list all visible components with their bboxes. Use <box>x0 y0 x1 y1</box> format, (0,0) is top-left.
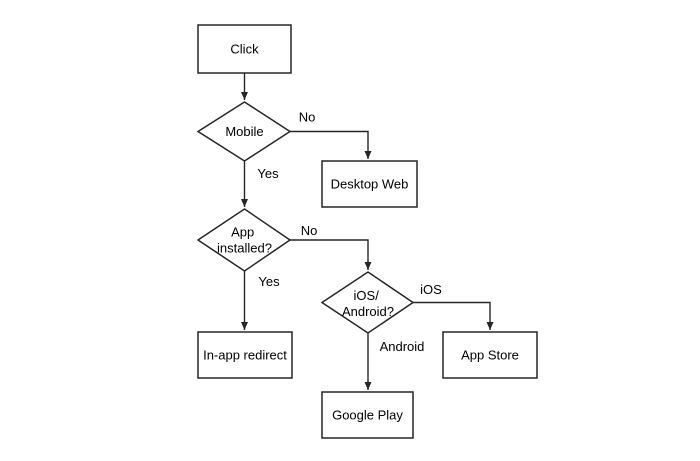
node-click: Click <box>197 24 292 74</box>
google-play-box <box>321 391 414 439</box>
edge-label-app-installed-yes: Yes <box>258 274 280 289</box>
mobile-diamond <box>196 101 292 162</box>
desktop-web-label: Desktop Web <box>331 177 409 192</box>
app-store-box <box>442 331 538 379</box>
edge-label-android: Android <box>380 339 425 354</box>
edge-mobile-no-to-desktop-web <box>290 130 372 159</box>
edge-ios-android-ios-to-app-store <box>413 301 494 330</box>
app-store-label: App Store <box>461 348 519 363</box>
app-installed-label: App installed? <box>217 225 272 256</box>
google-play-label: Google Play <box>332 408 403 423</box>
edge-label-ios: iOS <box>420 282 442 297</box>
app-installed-diamond <box>196 208 292 272</box>
click-box <box>197 24 292 74</box>
node-in-app-redirect: In-app redirect <box>197 331 293 379</box>
edge-label-mobile-yes: Yes <box>257 166 279 181</box>
ios-android-diamond <box>320 271 415 334</box>
node-app-store: App Store <box>442 331 538 379</box>
ios-android-label: iOS/ Android? <box>342 288 394 319</box>
node-ios-android: iOS/ Android? <box>320 271 415 334</box>
mobile-label: Mobile <box>225 124 263 139</box>
node-mobile: Mobile <box>196 101 292 162</box>
in-app-redirect-box <box>197 331 293 379</box>
node-google-play: Google Play <box>321 391 414 439</box>
edge-app-installed-no-to-ios-android <box>290 239 372 270</box>
edge-label-mobile-no: No <box>299 110 316 125</box>
node-desktop-web: Desktop Web <box>321 160 418 208</box>
node-app-installed: App installed? <box>196 208 292 272</box>
edge-label-app-installed-no: No <box>301 223 318 238</box>
click-label: Click <box>230 42 259 57</box>
desktop-web-box <box>321 160 418 208</box>
in-app-redirect-label: In-app redirect <box>203 348 287 363</box>
